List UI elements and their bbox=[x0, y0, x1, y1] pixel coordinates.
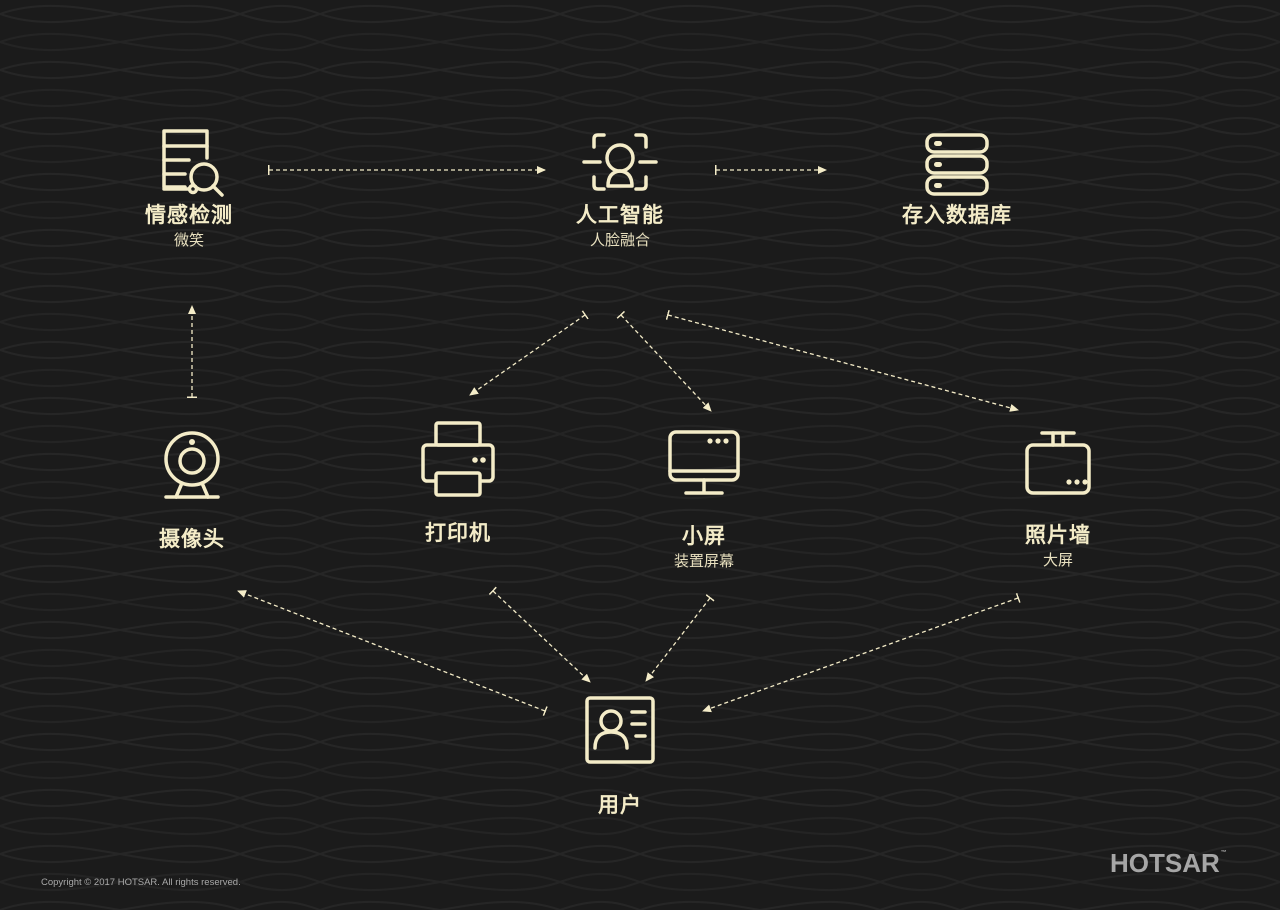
edge-ai-to-photo-wall bbox=[665, 309, 1019, 412]
document-search-icon bbox=[162, 129, 224, 197]
id-card-icon bbox=[585, 696, 655, 764]
node-subtitle: 微笑 bbox=[173, 231, 204, 249]
edge-user-to-camera bbox=[237, 590, 548, 717]
copyright-text: Copyright © 2017 HOTSAR. All rights rese… bbox=[41, 877, 241, 888]
node-photo-wall: 照片墙 大屏 bbox=[958, 428, 1158, 570]
node-database: 存入数据库 bbox=[857, 126, 1057, 228]
hotsar-logo: HOTSAR™ bbox=[1110, 848, 1227, 879]
node-title: 摄像头 bbox=[159, 527, 225, 551]
webcam-icon bbox=[164, 431, 220, 499]
edge-ai-to-small-screen bbox=[616, 310, 712, 412]
node-artificial-intelligence: 人工智能 人脸融合 bbox=[520, 122, 720, 250]
edge-printer-to-user bbox=[488, 586, 591, 683]
printer-icon bbox=[421, 421, 495, 497]
node-title: 情感检测 bbox=[145, 203, 233, 227]
hanging-screen-icon bbox=[1025, 431, 1091, 495]
node-subtitle: 人脸融合 bbox=[589, 231, 650, 249]
logo-text: HOTSAR bbox=[1110, 848, 1220, 878]
node-title: 人工智能 bbox=[576, 203, 664, 227]
node-camera: 摄像头 bbox=[92, 421, 292, 552]
edge-small-screen-to-user bbox=[645, 594, 715, 682]
node-title: 存入数据库 bbox=[902, 203, 1012, 227]
node-emotion-detection: 情感检测 微笑 bbox=[89, 122, 289, 250]
node-subtitle: 装置屏幕 bbox=[673, 552, 734, 570]
node-subtitle: 大屏 bbox=[1042, 551, 1073, 569]
edge-photo-wall-to-user bbox=[702, 592, 1021, 713]
node-title: 用户 bbox=[598, 793, 642, 817]
server-stack-icon bbox=[925, 133, 989, 196]
node-title: 照片墙 bbox=[1025, 523, 1091, 547]
node-title: 打印机 bbox=[425, 521, 491, 545]
face-scan-icon bbox=[582, 133, 658, 191]
node-title: 小屏 bbox=[682, 524, 726, 548]
node-user: 用户 bbox=[520, 690, 720, 818]
monitor-icon bbox=[668, 430, 740, 495]
trademark-symbol: ™ bbox=[1220, 850, 1227, 856]
node-printer: 打印机 bbox=[358, 418, 558, 546]
node-small-screen: 小屏 装置屏幕 bbox=[604, 426, 804, 571]
edge-ai-to-printer bbox=[469, 310, 589, 396]
